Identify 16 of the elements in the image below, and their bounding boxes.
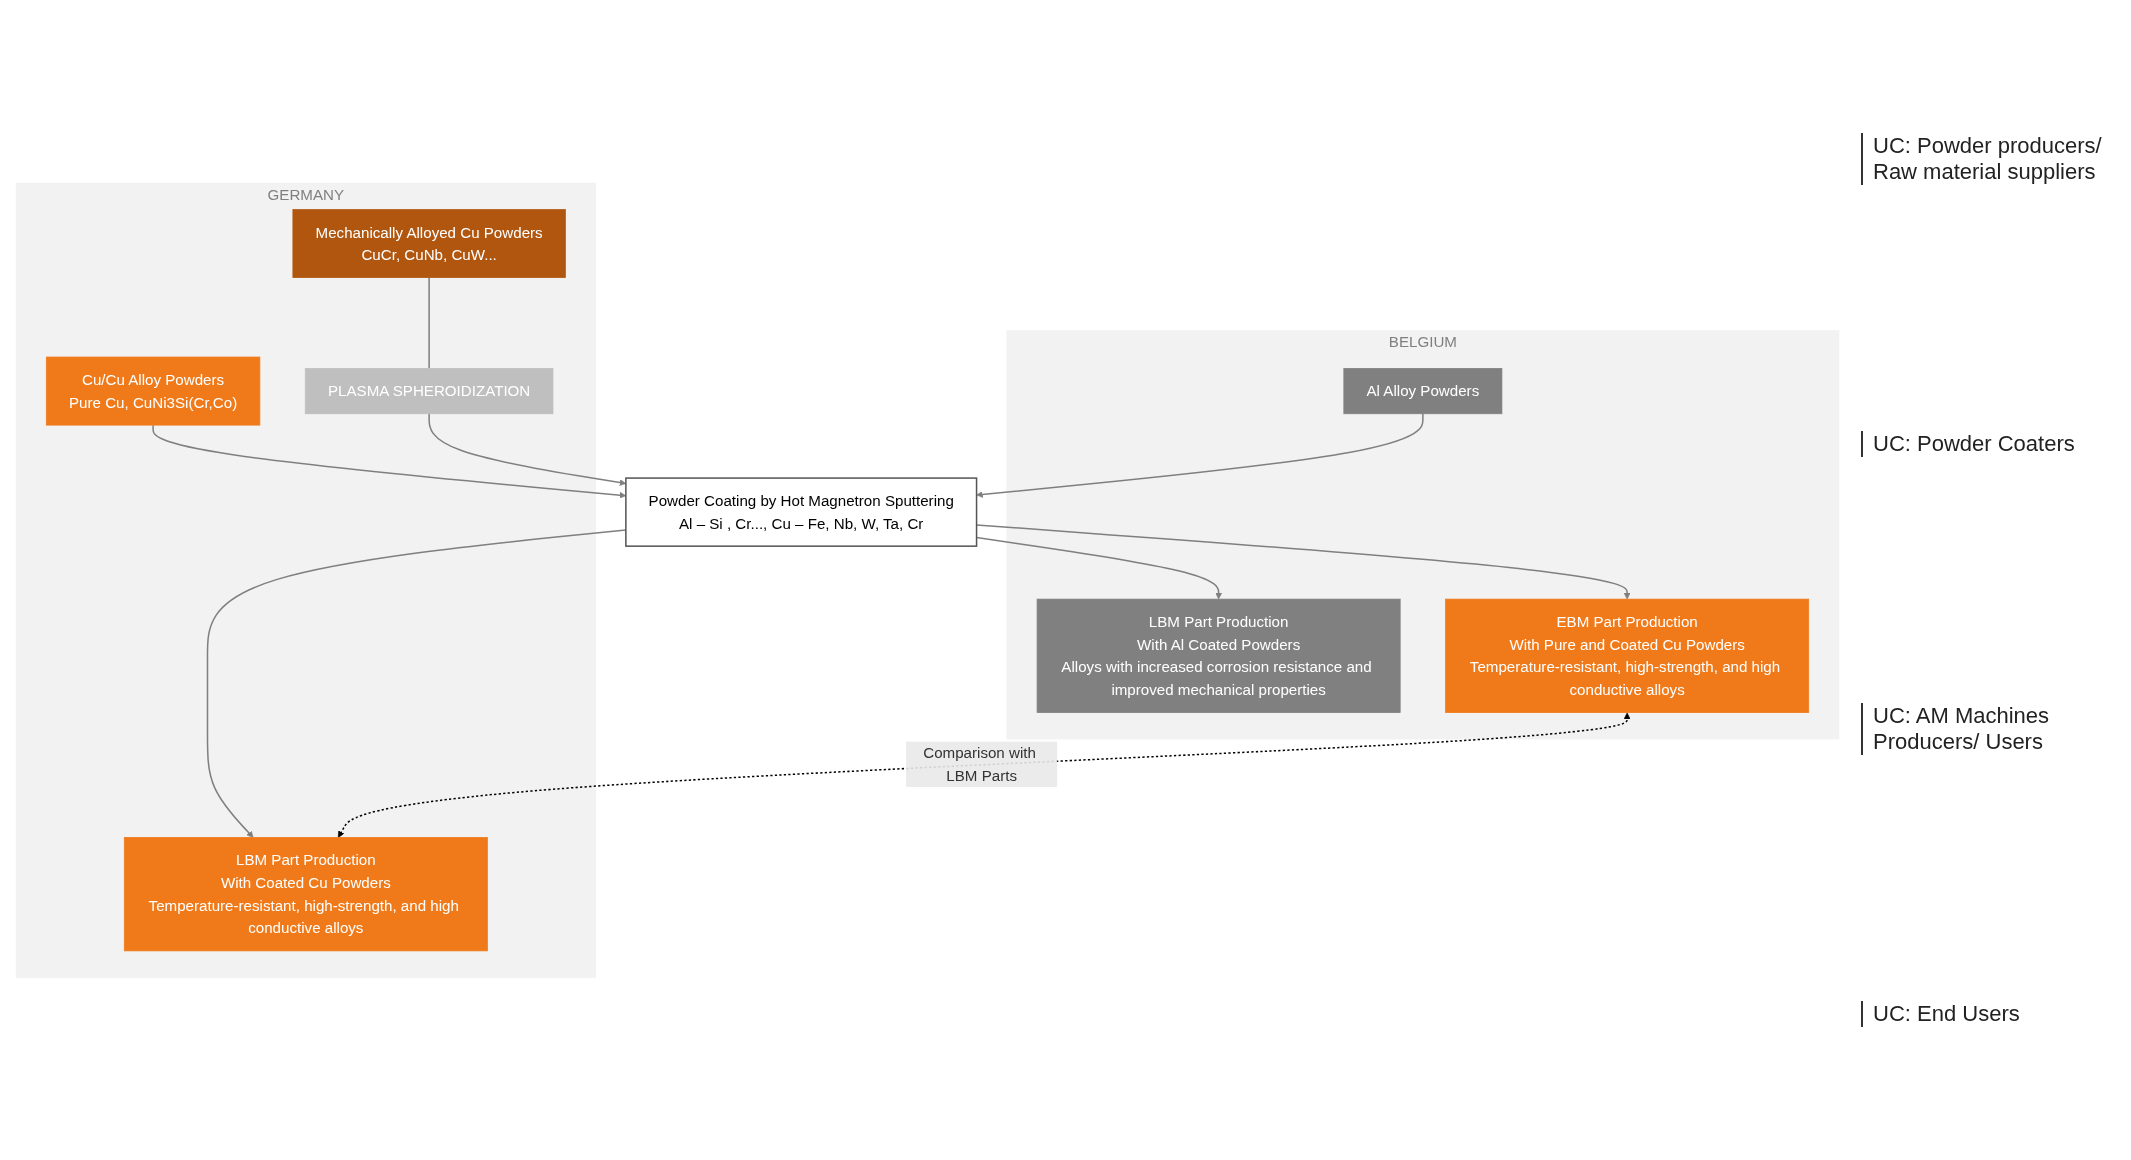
node-box: Powder Coating by Hot Magnetron Sputtering Al – Si , Cr..., Cu – Fe, Nb, W, Ta, Cr xyxy=(625,477,978,547)
note-text: UC: Powder producers/ Raw material suppliers xyxy=(1861,133,2121,185)
node-box: EBM Part Production With Pure and Coated Cu Powders Temperature-resistant, high-strength, and high conductive alloys xyxy=(1445,598,1810,713)
edge-label: Comparison with LBM Parts xyxy=(923,744,1036,784)
node-box: LBM Part Production With Coated Cu Powders Temperature-resistant, high-strength, and high conductive alloys xyxy=(123,836,488,952)
node-box: Al Alloy Powders xyxy=(1343,367,1503,414)
connector xyxy=(428,276,430,369)
note-text: UC: AM Machines Producers/ Users xyxy=(1861,703,2121,755)
note-text: UC: Powder Coaters xyxy=(1861,431,2121,457)
node-box: Cu/Cu Alloy Powders Pure Cu, CuNi3Si(Cr,Co) xyxy=(45,356,261,426)
node-box: LBM Part Production With Al Coated Powders Alloys with increased corrosion resistance and improved mechanical properties xyxy=(1036,598,1401,713)
node-box: PLASMA SPHEROIDIZATION xyxy=(304,367,554,414)
node-box: Mechanically Alloyed Cu Powders CuCr, CuNb, CuW... xyxy=(292,208,566,278)
arrow xyxy=(337,712,1631,838)
note-text: UC: End Users xyxy=(1861,1001,2121,1027)
arrow xyxy=(976,412,1424,498)
